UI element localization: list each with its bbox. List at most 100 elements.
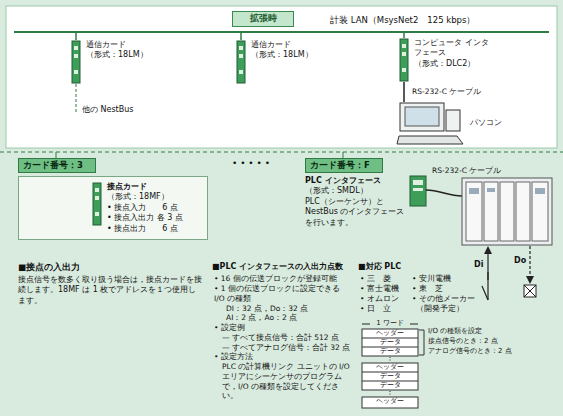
card-number-tab: カード番号：3 (18, 158, 96, 173)
label-text: 計装 LAN（MsysNet2 125 kbps） (330, 15, 555, 26)
card-detail (74, 54, 78, 58)
table-block (362, 363, 418, 390)
table-block (362, 329, 418, 356)
keyboard (397, 136, 463, 144)
pc-icon (396, 102, 466, 146)
table-gap (390, 357, 391, 362)
label-text: データ (362, 347, 418, 356)
card-node: 通信カード（形式：18LM） (70, 40, 180, 84)
card-node: コンピュータ インタフェース（形式：DLC2） (398, 38, 518, 82)
plc-rack (462, 178, 552, 245)
node-text: （形式：DLC2） (414, 59, 494, 69)
label-text: 他の NestBus (82, 105, 172, 115)
label-text: • 富士電機 (360, 284, 410, 294)
card-body (237, 41, 245, 83)
label-text: ヘッダー (362, 329, 418, 338)
node-text: PLC（シーケンサ）と NestBus のインタフェースを行います。 (305, 197, 405, 228)
node-title: コンピュータ インタフェース (414, 38, 494, 59)
lamp-symbol (524, 285, 536, 297)
label-text: データ (362, 338, 418, 347)
rack-detail (487, 188, 495, 192)
label-text: DI：32 点，Do：32 点 (226, 304, 352, 314)
node-title: パソコン (470, 118, 502, 128)
screen (405, 107, 439, 126)
node-text: • 接点入力 6 点 (107, 203, 183, 213)
card-detail (95, 196, 99, 200)
label-text: • • • • • (232, 158, 292, 170)
label-text: アナログ信号のとき：2 点 (428, 347, 558, 356)
rack-detail (469, 188, 479, 194)
do-arrow (526, 276, 534, 284)
node-text: （形式：18LM） (86, 50, 148, 60)
rack-module (484, 182, 498, 241)
label-text: • 日 立 (360, 304, 410, 314)
rs232-cable (426, 190, 462, 196)
label-text: 1 ワード (370, 319, 410, 328)
node-title: 拡張時 (250, 13, 277, 25)
module-detail (413, 180, 423, 185)
label-text: • その他メーカー (412, 294, 478, 304)
node-text: （形式：SMDL） (305, 186, 405, 196)
label-text: • 16 個の伝送ブロックが登録可能 (214, 274, 352, 284)
label-text: データ (362, 372, 418, 381)
card-detail (239, 46, 243, 50)
card-node: 通信カード（形式：18LM） (235, 40, 345, 84)
do-line (529, 246, 530, 278)
label-text: 接点信号を数多く取り扱う場合は，接点カードを接続します。18MF は 1 枚でア… (18, 275, 204, 306)
node-texts: コンピュータ インタフェース（形式：DLC2） (414, 38, 494, 69)
bracket (419, 330, 424, 355)
label-text: • 東 芝 (412, 284, 478, 294)
module-body (410, 176, 426, 206)
label-text: • 三 菱 (360, 274, 410, 284)
rack-module (466, 182, 482, 241)
card-icon (70, 40, 82, 84)
node-texts: 接点カード（形式：18MF）• 接点入力 6 点• 接点入出力 各 3 点• 接… (107, 182, 183, 234)
label-text: • 1 個の伝送ブロックに設定できる I/O の種類 (214, 284, 352, 304)
contact-card-panel: 接点カード（形式：18MF）• 接点入力 6 点• 接点入出力 各 3 点• 接… (18, 176, 208, 240)
node-text: （形式：18LM） (251, 50, 313, 60)
node-texts: 通信カード（形式：18LM） (251, 40, 313, 61)
label-text: ■接点の入出力 (18, 262, 204, 273)
card-icon (398, 38, 410, 82)
label-text: — すべてアナログ信号：合計 32 点 (222, 343, 352, 353)
separator-line (0, 152, 563, 153)
card-detail (95, 212, 99, 216)
label-text: ■PLC インタフェースの入出力点数 (212, 262, 352, 272)
node-title: 通信カード (86, 40, 148, 50)
card-body (93, 183, 101, 225)
label-text: • オムロン (360, 294, 410, 304)
rack-module (532, 182, 548, 241)
card-detail (239, 54, 243, 58)
card-body (400, 39, 408, 81)
drop-line (240, 32, 242, 40)
rack-body (462, 178, 552, 245)
label-text: データ (362, 381, 418, 390)
node-title: 通信カード (251, 40, 313, 50)
node-text: • 接点出力 6 点 (107, 224, 183, 234)
label-text: ヘッダー (362, 363, 418, 372)
word-table (362, 324, 424, 408)
label-text: AI：2 点，Ao：2 点 (226, 313, 352, 323)
label-text: ヘッダー (362, 397, 418, 406)
node-title: カード番号：F (310, 160, 370, 171)
label-text: Do (514, 256, 528, 266)
mode-header: 拡張時 (232, 11, 294, 27)
drop-line (403, 32, 405, 38)
node-texts: パソコン (470, 118, 502, 128)
switch-symbol (482, 272, 488, 300)
plc-interface-node: PLC インタフェース（形式：SMDL）PLC（シーケンサ）と NestBus … (305, 176, 405, 228)
node-title: 接点カード (107, 182, 183, 192)
node-text: （形式：18MF） (107, 192, 183, 202)
node-texts: カード番号：F (310, 160, 370, 171)
label-text: ■対応 PLC (358, 262, 468, 272)
lamp-cross (524, 285, 536, 297)
label-text: （開発予定） (416, 304, 476, 314)
card-detail (74, 46, 78, 50)
card-detail (74, 70, 78, 74)
nestbus-line (76, 84, 77, 112)
label-text: • 設定例 (214, 323, 352, 333)
width-mark (410, 324, 418, 325)
top-panel (6, 6, 557, 148)
card-detail (239, 70, 243, 74)
card-body (72, 41, 80, 83)
